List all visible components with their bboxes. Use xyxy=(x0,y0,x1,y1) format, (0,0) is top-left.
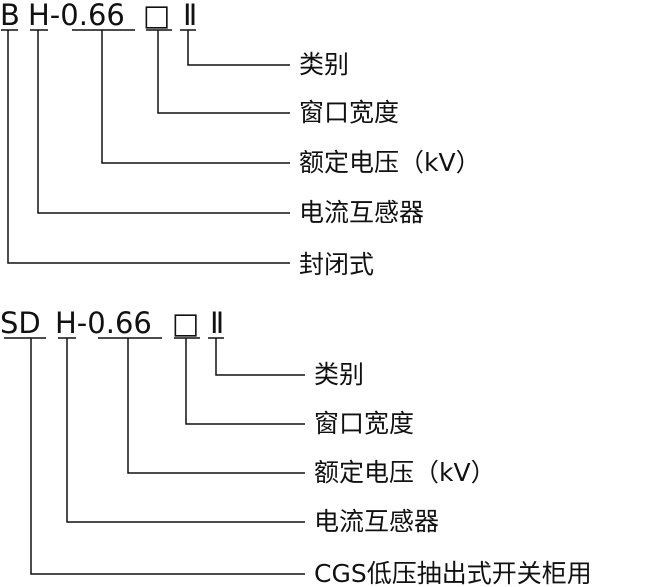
code-series: H-0.66 xyxy=(55,306,152,340)
code-category: Ⅱ xyxy=(210,306,224,340)
leader-window xyxy=(185,338,305,425)
leader-prefix xyxy=(30,338,305,575)
label-enclosed: 封闭式 xyxy=(299,250,374,279)
label-category: 类别 xyxy=(314,360,364,389)
label-window-width: 窗口宽度 xyxy=(314,409,414,438)
code-category: Ⅱ xyxy=(183,0,197,32)
code-window-box: □ xyxy=(143,0,170,32)
leader-ct xyxy=(66,338,305,523)
leader-voltage xyxy=(127,338,305,474)
code-prefix: B xyxy=(0,0,20,32)
code-series: H-0.66 xyxy=(28,0,125,32)
label-rated-voltage: 额定电压（kV） xyxy=(299,148,481,177)
label-current-transformer: 电流互感器 xyxy=(299,198,424,227)
code-window-box: □ xyxy=(172,306,199,340)
label-category: 类别 xyxy=(299,50,349,79)
leader-category xyxy=(187,30,290,66)
diagram-1: B H-0.66 □ Ⅱ 类别 窗口宽度 额定电压（kV） 电流互感器 封闭式 xyxy=(0,0,481,279)
leader-window xyxy=(157,30,290,114)
code-prefix: SD xyxy=(0,306,41,340)
label-cgs-switchgear: CGS低压抽出式开关柜用 xyxy=(314,559,592,587)
label-current-transformer: 电流互感器 xyxy=(314,507,439,536)
leader-voltage xyxy=(101,30,290,164)
leader-prefix xyxy=(7,30,290,264)
label-window-width: 窗口宽度 xyxy=(299,98,399,127)
label-rated-voltage: 额定电压（kV） xyxy=(314,458,496,487)
leader-category xyxy=(215,338,305,376)
diagram-2: SD H-0.66 □ Ⅱ 类别 窗口宽度 额定电压（kV） 电流互感器 CGS… xyxy=(0,306,592,587)
leader-ct xyxy=(37,30,290,214)
